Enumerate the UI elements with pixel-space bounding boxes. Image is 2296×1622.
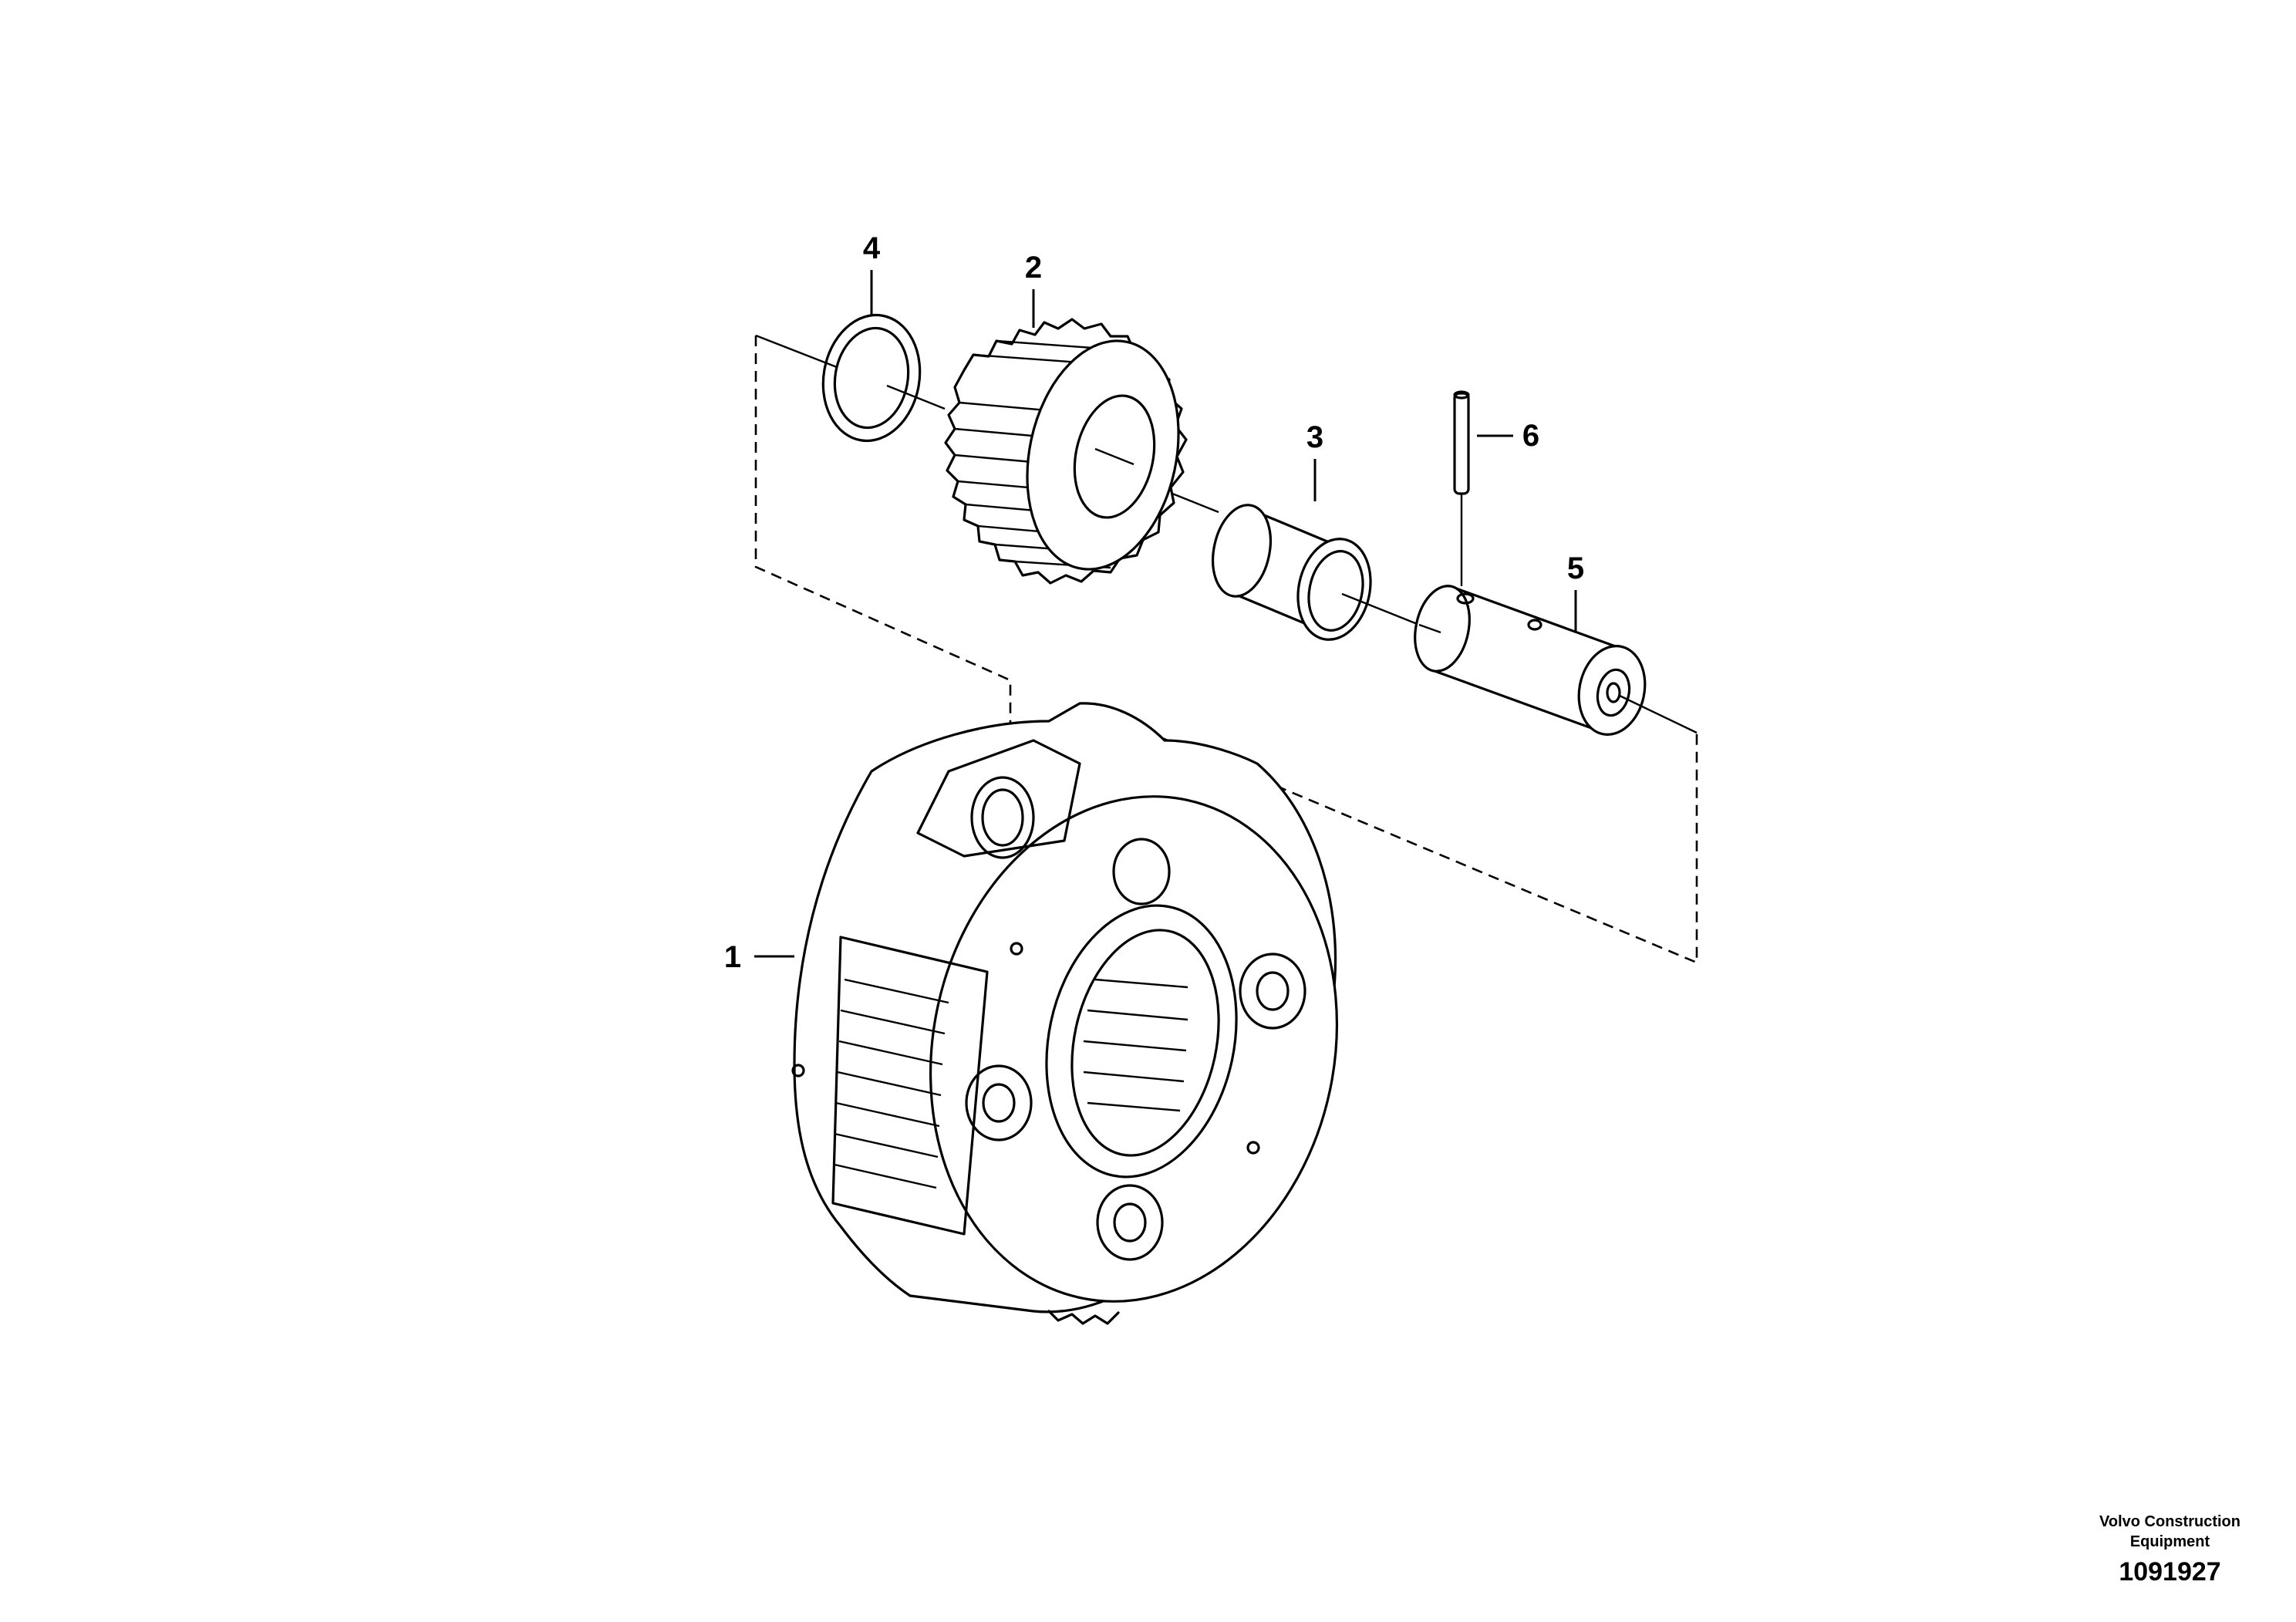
drawing-number: 1091927 [2119, 1557, 2221, 1587]
part-5-shaft [1414, 585, 1698, 737]
carrier-bolt-bosses [965, 953, 1306, 1261]
part-4-retaining-ring [755, 313, 946, 443]
callout-5: 5 [1567, 551, 1584, 585]
callout-1: 1 [724, 940, 741, 974]
brand-line-2: Equipment [2129, 1533, 2210, 1550]
drawing-footer: Volvo Construction Equipment 1091927 [2099, 1512, 2240, 1589]
part-2-planet-gear [944, 318, 1219, 585]
callout-2: 2 [1025, 251, 1042, 285]
brand-line-1: Volvo Construction [2099, 1513, 2240, 1530]
part-1-planet-carrier [791, 702, 1339, 1325]
callout-numbers: 4 2 3 6 5 1 [724, 231, 1584, 974]
part-3-bushing [1212, 504, 1420, 641]
callout-leaders [754, 270, 1577, 958]
part-6-pin [1453, 390, 1470, 586]
callout-4: 4 [863, 231, 881, 265]
callout-3: 3 [1306, 420, 1323, 454]
callout-6: 6 [1522, 419, 1539, 453]
